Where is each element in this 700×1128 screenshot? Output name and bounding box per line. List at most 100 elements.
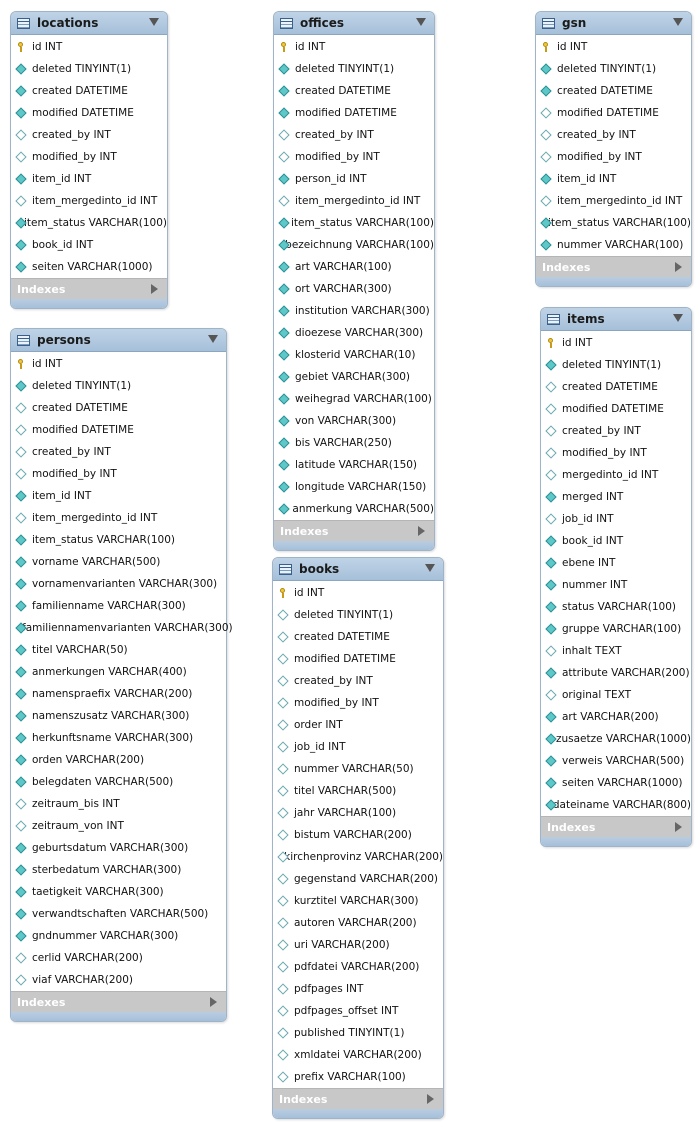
column-row[interactable]: seiten VARCHAR(1000) xyxy=(11,256,167,278)
column-row[interactable]: titel VARCHAR(500) xyxy=(273,780,443,802)
column-row[interactable]: id INT xyxy=(541,332,691,354)
column-row[interactable]: zeitraum_bis INT xyxy=(11,793,226,815)
indexes-section[interactable]: Indexes xyxy=(541,816,691,837)
column-row[interactable]: item_mergedinto_id INT xyxy=(536,190,691,212)
column-row[interactable]: deleted TINYINT(1) xyxy=(273,604,443,626)
column-row[interactable]: pdfdatei VARCHAR(200) xyxy=(273,956,443,978)
column-row[interactable]: id INT xyxy=(536,36,691,58)
column-row[interactable]: pdfpages_offset INT xyxy=(273,1000,443,1022)
column-row[interactable]: item_status VARCHAR(100) xyxy=(536,212,691,234)
column-row[interactable]: id INT xyxy=(274,36,434,58)
column-row[interactable]: deleted TINYINT(1) xyxy=(11,375,226,397)
column-row[interactable]: original TEXT xyxy=(541,684,691,706)
column-row[interactable]: created DATETIME xyxy=(273,626,443,648)
column-row[interactable]: familienname VARCHAR(300) xyxy=(11,595,226,617)
column-row[interactable]: modified_by INT xyxy=(11,463,226,485)
column-row[interactable]: created DATETIME xyxy=(11,80,167,102)
column-row[interactable]: bezeichnung VARCHAR(100) xyxy=(274,234,434,256)
expand-arrow-icon[interactable] xyxy=(427,1094,434,1104)
column-row[interactable]: deleted TINYINT(1) xyxy=(536,58,691,80)
indexes-section[interactable]: Indexes xyxy=(274,520,434,541)
column-row[interactable]: cerlid VARCHAR(200) xyxy=(11,947,226,969)
column-row[interactable]: nummer VARCHAR(100) xyxy=(536,234,691,256)
column-row[interactable]: titel VARCHAR(50) xyxy=(11,639,226,661)
column-row[interactable]: job_id INT xyxy=(541,508,691,530)
column-row[interactable]: id INT xyxy=(11,36,167,58)
column-row[interactable]: modified DATETIME xyxy=(11,419,226,441)
column-row[interactable]: dioezese VARCHAR(300) xyxy=(274,322,434,344)
column-row[interactable]: latitude VARCHAR(150) xyxy=(274,454,434,476)
column-row[interactable]: anmerkungen VARCHAR(400) xyxy=(11,661,226,683)
table-header[interactable]: persons xyxy=(11,329,226,352)
column-row[interactable]: ort VARCHAR(300) xyxy=(274,278,434,300)
indexes-section[interactable]: Indexes xyxy=(11,278,167,299)
column-row[interactable]: published TINYINT(1) xyxy=(273,1022,443,1044)
column-row[interactable]: deleted TINYINT(1) xyxy=(274,58,434,80)
column-row[interactable]: merged INT xyxy=(541,486,691,508)
column-row[interactable]: taetigkeit VARCHAR(300) xyxy=(11,881,226,903)
column-row[interactable]: geburtsdatum VARCHAR(300) xyxy=(11,837,226,859)
column-row[interactable]: created_by INT xyxy=(541,420,691,442)
column-row[interactable]: person_id INT xyxy=(274,168,434,190)
column-row[interactable]: mergedinto_id INT xyxy=(541,464,691,486)
column-row[interactable]: gruppe VARCHAR(100) xyxy=(541,618,691,640)
column-row[interactable]: item_id INT xyxy=(11,168,167,190)
column-row[interactable]: book_id INT xyxy=(541,530,691,552)
column-row[interactable]: nummer VARCHAR(50) xyxy=(273,758,443,780)
column-row[interactable]: weihegrad VARCHAR(100) xyxy=(274,388,434,410)
column-row[interactable]: zusaetze VARCHAR(1000) xyxy=(541,728,691,750)
column-row[interactable]: xmldatei VARCHAR(200) xyxy=(273,1044,443,1066)
column-row[interactable]: created_by INT xyxy=(273,670,443,692)
column-row[interactable]: modified DATETIME xyxy=(11,102,167,124)
column-row[interactable]: nummer INT xyxy=(541,574,691,596)
column-row[interactable]: art VARCHAR(100) xyxy=(274,256,434,278)
column-row[interactable]: bis VARCHAR(250) xyxy=(274,432,434,454)
column-row[interactable]: item_mergedinto_id INT xyxy=(274,190,434,212)
collapse-arrow-icon[interactable] xyxy=(673,314,683,322)
expand-arrow-icon[interactable] xyxy=(675,262,682,272)
column-row[interactable]: item_status VARCHAR(100) xyxy=(11,529,226,551)
expand-arrow-icon[interactable] xyxy=(151,284,158,294)
column-row[interactable]: modified_by INT xyxy=(273,692,443,714)
column-row[interactable]: created_by INT xyxy=(11,441,226,463)
column-row[interactable]: created DATETIME xyxy=(11,397,226,419)
column-row[interactable]: book_id INT xyxy=(11,234,167,256)
column-row[interactable]: jahr VARCHAR(100) xyxy=(273,802,443,824)
column-row[interactable]: modified DATETIME xyxy=(541,398,691,420)
table-header[interactable]: gsn xyxy=(536,12,691,35)
column-row[interactable]: gebiet VARCHAR(300) xyxy=(274,366,434,388)
column-row[interactable]: modified DATETIME xyxy=(273,648,443,670)
column-row[interactable]: kirchenprovinz VARCHAR(200) xyxy=(273,846,443,868)
column-row[interactable]: art VARCHAR(200) xyxy=(541,706,691,728)
column-row[interactable]: klosterid VARCHAR(10) xyxy=(274,344,434,366)
column-row[interactable]: herkunftsname VARCHAR(300) xyxy=(11,727,226,749)
expand-arrow-icon[interactable] xyxy=(675,822,682,832)
column-row[interactable]: uri VARCHAR(200) xyxy=(273,934,443,956)
column-row[interactable]: longitude VARCHAR(150) xyxy=(274,476,434,498)
column-row[interactable]: modified DATETIME xyxy=(274,102,434,124)
column-row[interactable]: ebene INT xyxy=(541,552,691,574)
column-row[interactable]: orden VARCHAR(200) xyxy=(11,749,226,771)
column-row[interactable]: prefix VARCHAR(100) xyxy=(273,1066,443,1088)
column-row[interactable]: vorname VARCHAR(500) xyxy=(11,551,226,573)
column-row[interactable]: deleted TINYINT(1) xyxy=(541,354,691,376)
column-row[interactable]: created DATETIME xyxy=(536,80,691,102)
column-row[interactable]: sterbedatum VARCHAR(300) xyxy=(11,859,226,881)
indexes-section[interactable]: Indexes xyxy=(11,991,226,1012)
column-row[interactable]: item_id INT xyxy=(536,168,691,190)
column-row[interactable]: belegdaten VARCHAR(500) xyxy=(11,771,226,793)
column-row[interactable]: seiten VARCHAR(1000) xyxy=(541,772,691,794)
column-row[interactable]: item_mergedinto_id INT xyxy=(11,507,226,529)
indexes-section[interactable]: Indexes xyxy=(273,1088,443,1109)
column-row[interactable]: vornamenvarianten VARCHAR(300) xyxy=(11,573,226,595)
collapse-arrow-icon[interactable] xyxy=(673,18,683,26)
column-row[interactable]: namenspraefix VARCHAR(200) xyxy=(11,683,226,705)
column-row[interactable]: deleted TINYINT(1) xyxy=(11,58,167,80)
collapse-arrow-icon[interactable] xyxy=(149,18,159,26)
column-row[interactable]: created_by INT xyxy=(274,124,434,146)
column-row[interactable]: created_by INT xyxy=(536,124,691,146)
column-row[interactable]: created DATETIME xyxy=(274,80,434,102)
